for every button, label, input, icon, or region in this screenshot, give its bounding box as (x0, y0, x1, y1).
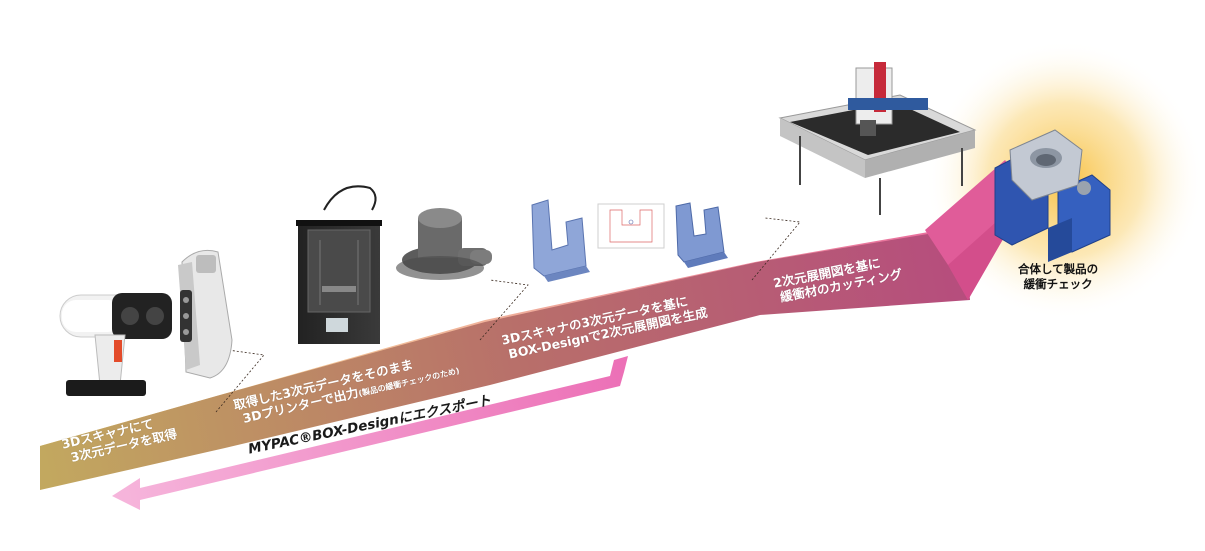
final-line1: 合体して製品の (1018, 262, 1099, 276)
export-arrow (112, 356, 628, 510)
flat-pattern-drawing-icon (597, 203, 665, 249)
printed-part-icon (396, 208, 492, 280)
final-step-label: 合体して製品の 緩衝チェック (1018, 262, 1098, 292)
cutting-plotter-icon (778, 62, 977, 215)
foam-u-block-icon (531, 199, 590, 282)
3d-scanner-device-icon (178, 249, 233, 379)
step-separators (215, 217, 801, 413)
3d-printer-icon (296, 185, 382, 344)
final-line2: 緩衝チェック (1023, 277, 1093, 291)
foam-u-block-small-icon (675, 202, 728, 268)
process-ribbon-band (40, 232, 970, 490)
assembled-foam-product-icon (994, 129, 1111, 262)
handheld-3d-scanner-icon (59, 293, 172, 396)
